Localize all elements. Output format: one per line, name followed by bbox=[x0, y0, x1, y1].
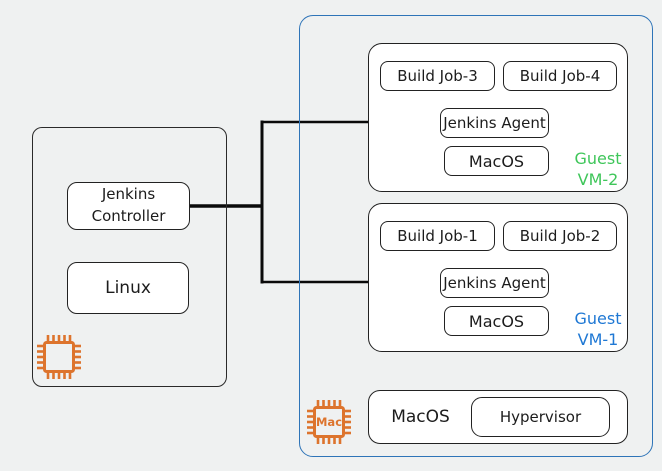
build-job-4-label: Build Job-4 bbox=[519, 67, 601, 85]
build-job-3-node: Build Job-3 bbox=[380, 61, 495, 91]
jenkins-agent-vm2-node: Jenkins Agent bbox=[440, 108, 549, 138]
mac-host-container bbox=[299, 15, 653, 457]
jenkins-controller-label: Jenkins Controller bbox=[91, 185, 166, 225]
build-job-4-node: Build Job-4 bbox=[503, 61, 617, 91]
build-job-2-node: Build Job-2 bbox=[503, 221, 617, 251]
guest-vm2-panel: Build Job-3 Build Job-4 Jenkins Agent Ma… bbox=[368, 43, 628, 192]
linux-label: Linux bbox=[105, 278, 151, 298]
guest-vm1-label: Guest VM-1 bbox=[574, 309, 622, 349]
guest-vm2-label: Guest VM-2 bbox=[574, 149, 622, 189]
host-macos-label: MacOS bbox=[391, 407, 450, 427]
linux-node: Linux bbox=[67, 262, 189, 314]
mac-chip-label: Mac bbox=[315, 415, 343, 429]
jenkins-agent-vm1-node: Jenkins Agent bbox=[440, 268, 549, 298]
linux-host-container bbox=[32, 127, 227, 387]
macos-vm2-label: MacOS bbox=[468, 151, 525, 171]
build-job-1-node: Build Job-1 bbox=[380, 221, 495, 251]
hypervisor-label: Hypervisor bbox=[499, 408, 582, 426]
jenkins-agent-vm2-label: Jenkins Agent bbox=[443, 114, 546, 132]
macos-vm2-node: MacOS bbox=[444, 146, 549, 176]
macos-vm1-node: MacOS bbox=[444, 306, 549, 336]
macos-vm1-label: MacOS bbox=[468, 311, 525, 331]
build-job-2-label: Build Job-2 bbox=[519, 227, 601, 245]
mac-chip-icon: Mac bbox=[306, 399, 352, 445]
jenkins-agent-vm1-label: Jenkins Agent bbox=[443, 274, 546, 292]
jenkins-controller-node: Jenkins Controller bbox=[67, 182, 190, 230]
build-job-3-label: Build Job-3 bbox=[397, 67, 478, 85]
cpu-chip-icon bbox=[36, 334, 82, 380]
guest-vm1-panel: Build Job-1 Build Job-2 Jenkins Agent Ma… bbox=[368, 203, 628, 352]
build-job-1-label: Build Job-1 bbox=[397, 227, 478, 245]
hypervisor-node: Hypervisor bbox=[471, 397, 610, 437]
